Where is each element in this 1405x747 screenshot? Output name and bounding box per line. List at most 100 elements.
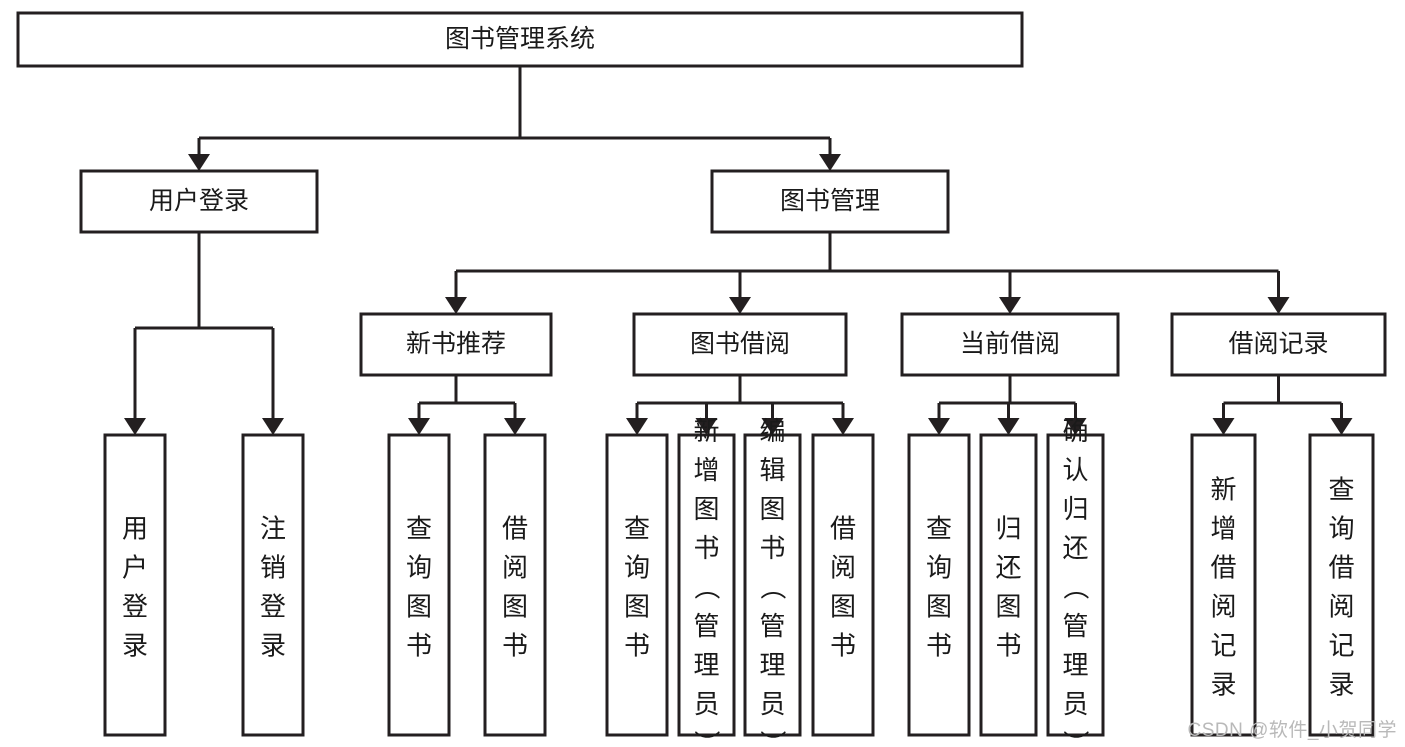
node-box: [16, 11, 1024, 68]
node-label-char: 增: [1210, 513, 1236, 543]
node-label-char: 书: [830, 630, 856, 660]
node-leaf-1[interactable]: 用户登录: [103, 433, 167, 737]
node-label-char: 查: [406, 513, 432, 543]
edge-group-borrow-log: [1212, 375, 1353, 435]
node-label-char: 阅: [502, 552, 528, 582]
node-label-char: 登: [260, 591, 286, 621]
node-cur-borrow[interactable]: 当前借阅: [900, 312, 1120, 377]
node-box: [979, 433, 1038, 737]
node-label-char: 借: [830, 513, 856, 543]
node-label-char: 辑: [759, 455, 785, 485]
node-label-char: 查: [1328, 474, 1354, 504]
node-label-char: 归: [995, 513, 1021, 543]
node-label-char: ）: [758, 730, 788, 747]
node-label-char: 员: [693, 689, 719, 719]
node-label-char: 认: [1062, 455, 1088, 485]
node-label-char: 登: [122, 591, 148, 621]
node-box: [900, 312, 1120, 377]
node-label-char: 销: [260, 552, 286, 582]
node-label: 图书管理: [780, 187, 880, 215]
node-label-char: 注: [260, 513, 286, 543]
arrow-head-icon: [1212, 418, 1235, 435]
node-label-char: 书: [759, 533, 785, 563]
node-new-book-rec[interactable]: 新书推荐: [359, 312, 553, 377]
node-box: [710, 169, 950, 234]
node-label-char: 管: [693, 611, 719, 641]
node-label-char: 借: [1328, 552, 1354, 582]
node-label-char: 录: [122, 630, 148, 660]
node-label-char: 增: [693, 455, 719, 485]
arrow-head-icon: [695, 418, 718, 435]
edge-group-user-login: [124, 232, 284, 435]
node-label-char: 查: [926, 513, 952, 543]
node-root[interactable]: 图书管理系统: [16, 11, 1024, 68]
arrow-head-icon: [999, 297, 1021, 314]
node-borrow-log[interactable]: 借阅记录: [1170, 312, 1387, 377]
node-label-char: 理: [759, 650, 785, 680]
node-box: [811, 433, 875, 737]
node-label-char: 录: [260, 630, 286, 660]
node-user-login[interactable]: 用户登录: [79, 169, 319, 234]
node-label-char: 书: [926, 630, 952, 660]
node-book-mgmt[interactable]: 图书管理: [710, 169, 950, 234]
arrow-head-icon: [1267, 297, 1290, 314]
node-label: 用户登录: [149, 187, 249, 215]
arrow-head-icon: [997, 418, 1020, 435]
edge-group-book-mgmt: [445, 232, 1290, 314]
arrow-head-icon: [124, 418, 146, 435]
arrow-head-icon: [1330, 418, 1353, 435]
arrow-head-icon: [188, 154, 210, 171]
node-label: 图书借阅: [690, 330, 790, 358]
node-label-char: 录: [1328, 669, 1354, 699]
node-label: 新书推荐: [406, 330, 506, 358]
node-label-char: 新: [693, 416, 719, 446]
node-label-char: 图: [926, 591, 952, 621]
node-label-char: 图: [830, 591, 856, 621]
edge-group-book-borrow: [626, 375, 854, 435]
arrow-head-icon: [819, 154, 841, 171]
node-label-char: 借: [1210, 552, 1236, 582]
node-label-char: 图: [406, 591, 432, 621]
node-label-char: 还: [1062, 533, 1088, 563]
node-label-char: 户: [122, 552, 148, 582]
node-label-char: 录: [1210, 669, 1236, 699]
arrow-head-icon: [445, 297, 467, 314]
node-box: [743, 433, 802, 737]
node-box: [605, 433, 669, 737]
node-label-char: 书: [406, 630, 432, 660]
node-label-char: 图: [502, 591, 528, 621]
node-label-char: 询: [926, 552, 952, 582]
node-box: [359, 312, 553, 377]
node-label-char: 记: [1210, 630, 1236, 660]
node-box: [483, 433, 547, 737]
node-label-char: 阅: [1328, 591, 1354, 621]
node-book-borrow[interactable]: 图书借阅: [632, 312, 848, 377]
arrow-head-icon: [729, 297, 751, 314]
edge-group-root: [188, 66, 841, 171]
node-label-char: （: [692, 574, 722, 600]
node-box: [1170, 312, 1387, 377]
node-label-char: 记: [1328, 630, 1354, 660]
node-box: [79, 169, 319, 234]
node-label: 图书管理系统: [445, 25, 595, 53]
node-label-char: （: [758, 574, 788, 600]
node-label-char: 询: [624, 552, 650, 582]
node-label-char: 图: [759, 494, 785, 524]
node-label-char: 阅: [1210, 591, 1236, 621]
node-label-char: 书: [693, 533, 719, 563]
arrow-head-icon: [504, 418, 526, 435]
node-label-char: 阅: [830, 552, 856, 582]
node-label-char: 借: [502, 513, 528, 543]
